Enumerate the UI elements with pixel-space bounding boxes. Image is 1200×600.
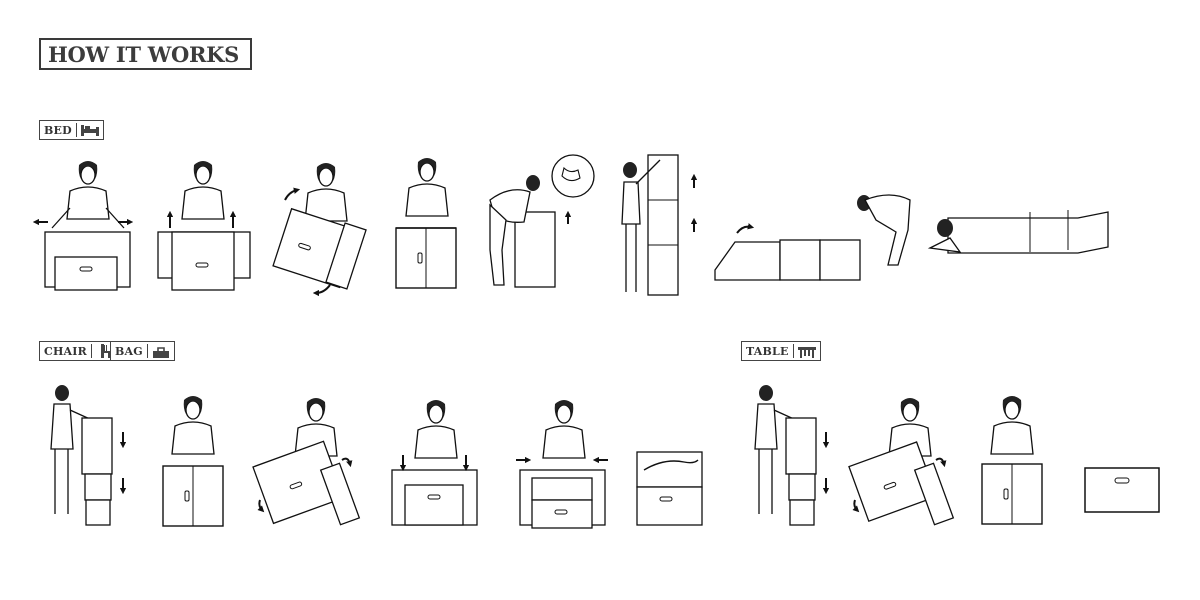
tag-divider (792, 344, 795, 358)
chair-section-tag: CHAIR (39, 341, 120, 361)
bed-step-3 (272, 162, 367, 297)
bed-step-6 (621, 154, 698, 296)
bed-icon (81, 125, 100, 136)
chair-step-6 (636, 451, 703, 526)
chair-step-1 (50, 385, 127, 526)
bed-step-8 (927, 210, 1109, 254)
tag-divider (146, 344, 149, 358)
tag-divider (75, 123, 78, 137)
chair-step-4 (391, 399, 478, 526)
bed-step-2 (157, 160, 251, 291)
table-label: TABLE (746, 344, 789, 358)
bed-label: BED (44, 123, 72, 137)
table-section-tag: TABLE (741, 341, 822, 361)
bed-step-7 (714, 194, 911, 281)
bed-step-4 (395, 157, 457, 289)
table-step-2 (848, 397, 955, 526)
chair-label: CHAIR (44, 344, 87, 358)
bed-step-5 (489, 154, 595, 288)
table-icon (798, 347, 817, 358)
chair-step-5 (516, 399, 608, 529)
chair-icon (101, 344, 111, 358)
table-step-3 (981, 395, 1043, 525)
bed-step-1 (32, 160, 134, 291)
bag-section-tag: BAG (110, 341, 176, 361)
page-title: HOW IT WORKS (48, 41, 239, 67)
bag-label: BAG (115, 344, 143, 358)
how-it-works-title-box: HOW IT WORKS (39, 38, 252, 70)
tag-divider (90, 344, 93, 358)
chair-step-2 (162, 395, 224, 527)
table-step-4 (1084, 467, 1160, 513)
chair-step-3 (252, 397, 361, 526)
bed-section-tag: BED (39, 120, 105, 140)
bag-icon (153, 347, 170, 358)
table-step-1 (754, 385, 830, 526)
